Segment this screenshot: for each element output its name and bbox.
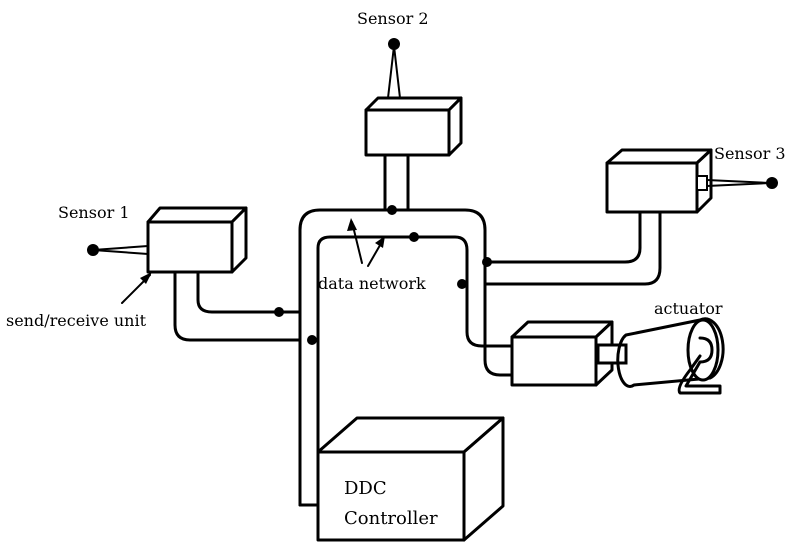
junction-dot xyxy=(482,257,492,267)
arrowhead-icon xyxy=(347,218,357,231)
junction-dot xyxy=(387,205,397,215)
data-network-bus xyxy=(173,153,662,507)
data-network-label: data network xyxy=(318,274,426,293)
sensor-3-antenna xyxy=(706,179,771,187)
ddc-controller-label-line2: Controller xyxy=(344,508,438,529)
sensor-2-antenna xyxy=(387,45,401,99)
arrowhead-icon xyxy=(140,272,152,284)
ddc-controller-label-line1: DDC xyxy=(344,478,387,499)
actuator-label: actuator xyxy=(654,299,723,318)
sensor-2-label: Sensor 2 xyxy=(357,9,429,28)
sensor-1-antenna xyxy=(92,245,149,255)
network-junctions xyxy=(274,205,492,345)
sensor-1-probe-icon xyxy=(87,244,99,256)
junction-dot xyxy=(457,279,467,289)
pointer-arrows xyxy=(121,218,385,304)
send-receive-unit-label: send/receive unit xyxy=(6,311,147,330)
arrowhead-icon xyxy=(375,236,385,248)
sensor-1-label: Sensor 1 xyxy=(58,203,130,222)
sensor-3-probe-icon xyxy=(766,177,778,189)
ddc-controller-box: DDC Controller xyxy=(298,416,505,542)
sensor-3-unit xyxy=(605,148,778,214)
sensor-2-probe-icon xyxy=(388,38,400,50)
sensor-3-label: Sensor 3 xyxy=(714,144,786,163)
junction-dot xyxy=(409,232,419,242)
sensor-2-unit xyxy=(364,38,463,157)
junction-dot xyxy=(307,335,317,345)
sensor-1-unit xyxy=(87,206,248,274)
actuator-unit xyxy=(510,317,725,395)
junction-dot xyxy=(274,307,284,317)
